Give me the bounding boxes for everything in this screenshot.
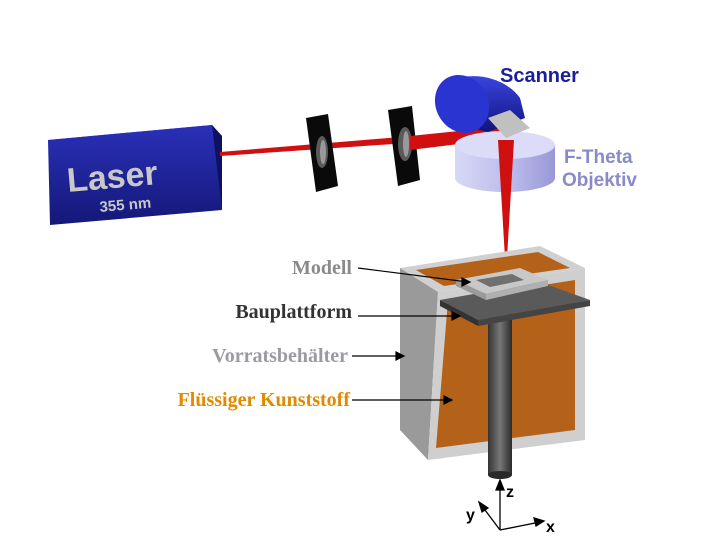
build-platform: [440, 282, 590, 326]
laser-unit: Laser 355 nm: [48, 125, 222, 225]
axis-z-label: z: [506, 484, 514, 501]
label-platform: Bauplattform: [235, 301, 352, 323]
label-resin: Flüssiger Kunststoff: [178, 389, 351, 411]
coordinate-axes: [477, 478, 546, 531]
label-objective-line2: Objektiv: [562, 170, 637, 191]
laser-title: Laser: [65, 154, 159, 200]
tank-resin-surface: [416, 252, 570, 286]
laser-beam-vertical: [498, 140, 514, 258]
laser-beam-expanded: [410, 126, 508, 150]
label-tank: Vorratsbehälter: [212, 345, 348, 367]
axis-y-label: y: [466, 507, 475, 524]
elevator-rod: [488, 305, 512, 475]
axis-x-label: x: [546, 519, 555, 536]
scanner-unit: [434, 74, 530, 138]
scanner-mirror: [488, 110, 530, 138]
laser-wavelength: 355 nm: [99, 195, 152, 216]
laser-front-face: [48, 125, 222, 225]
label-model: Modell: [292, 257, 352, 279]
label-objective-line1: F-Theta: [564, 147, 633, 168]
beam-expander-lens-2: [388, 106, 420, 186]
callout-lines: [352, 267, 472, 405]
label-scanner: Scanner: [500, 65, 579, 87]
beam-expander-lens-1: [306, 114, 338, 192]
